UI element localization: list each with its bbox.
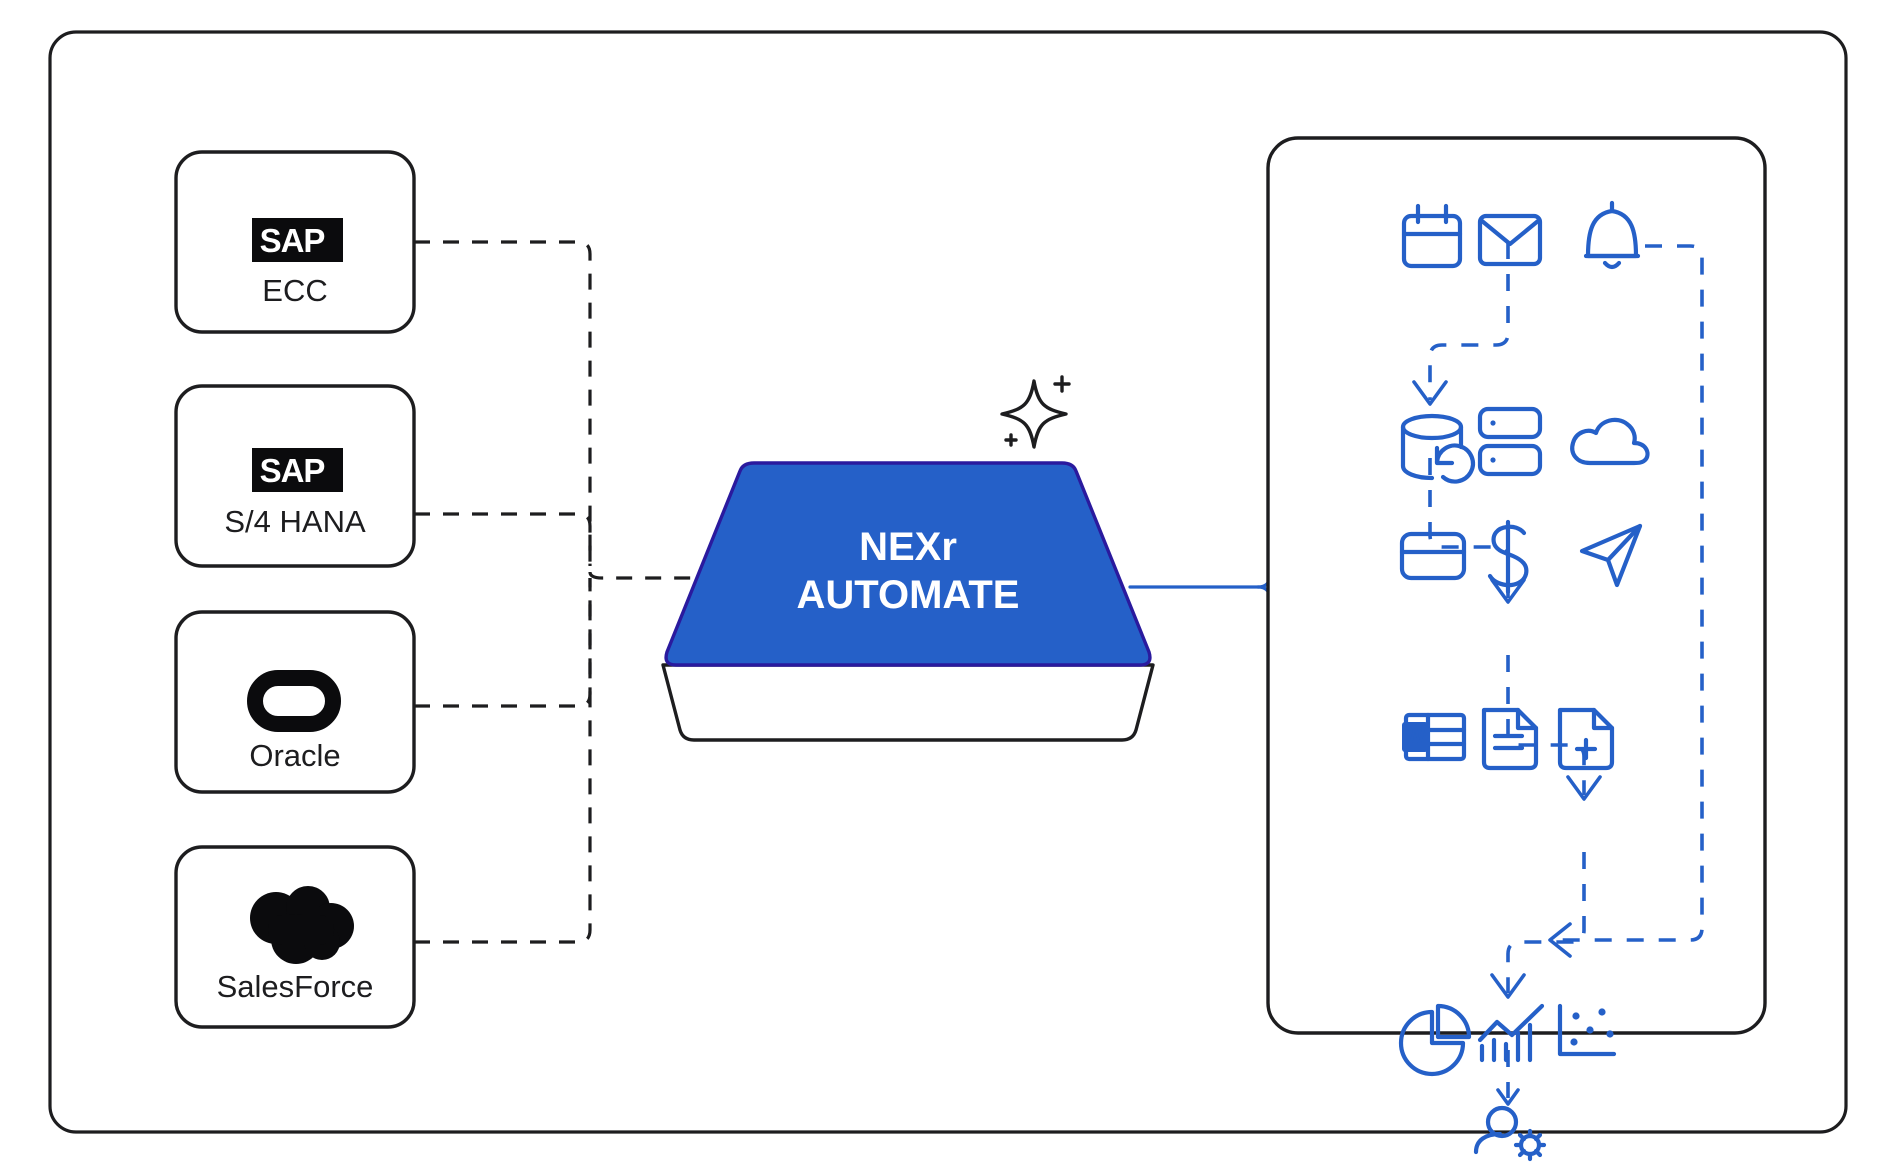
icon-scatter-plot[interactable] [1557,1003,1617,1057]
icon-send[interactable] [1579,523,1643,588]
source-card-salesforce[interactable]: SalesForce [174,845,416,1029]
connector-ecc [414,240,592,566]
source-card-oracle[interactable]: Oracle [174,610,416,794]
inner-arrowhead-dollar [1490,578,1526,604]
icon-document-add[interactable] [1557,707,1615,771]
oracle-logo-icon [247,670,341,732]
salesforce-logo-icon [250,886,354,964]
icon-dollar-sign[interactable] [1487,519,1529,595]
hub-funnel[interactable]: NEXr AUTOMATE [661,461,1155,742]
icon-cloud[interactable] [1570,417,1650,466]
icon-calendar[interactable] [1401,203,1463,269]
funnel-top [664,461,1152,667]
source-connectors [414,240,700,944]
icon-bar-line-chart[interactable] [1477,1003,1545,1063]
icon-credit-card[interactable] [1399,531,1467,581]
card-label-oracle: Oracle [249,738,340,773]
card-background [174,610,416,794]
inner-flow-bell-to-user [1554,244,1704,942]
funnel-base [661,663,1155,742]
sap-logo-icon: SAP [252,218,343,262]
hub-title-line2: AUTOMATE [797,573,1020,617]
icon-bell[interactable] [1583,200,1641,270]
icon-envelope[interactable] [1477,213,1543,267]
sap-logo-icon: SAP [252,448,343,492]
icon-server-stack[interactable] [1477,406,1543,477]
icon-word-document[interactable]: W [1402,712,1467,762]
card-label-salesforce: SalesForce [217,969,374,1004]
inner-arrowhead-docadd [1566,775,1602,801]
sparkle-icon [1000,375,1071,449]
inner-flow-envelope-to-database [1428,242,1510,400]
icon-document-text[interactable] [1481,707,1539,771]
source-card-ecc[interactable]: SAP ECC [174,150,416,334]
inner-flow-docadd-to-chart [1506,852,1586,993]
connector-salesforce [414,578,592,944]
hub-title-line1: NEXr [859,525,957,569]
inner-arrowhead-database [1412,380,1448,406]
word-glyph: W [1405,723,1426,748]
source-card-s4hana[interactable]: SAP S/4 HANA [174,384,416,568]
inner-arrowhead-user-down [1496,1088,1520,1106]
card-label-ecc: ECC [262,273,327,308]
inner-arrowhead-user [1548,922,1572,958]
icon-database-refresh[interactable] [1400,413,1476,484]
inner-arrowhead-chart [1490,973,1526,999]
connector-trunk-to-hub [588,571,700,580]
icon-user-settings[interactable] [1473,1105,1547,1162]
inner-flow-dollar-to-docadd [1506,655,1586,795]
icon-pie-chart[interactable] [1398,1003,1472,1077]
sap-logo-text: SAP [260,222,325,259]
card-label-s4hana: S/4 HANA [224,504,366,539]
sap-logo-text: SAP [260,452,325,489]
connector-s4hana [414,512,592,566]
